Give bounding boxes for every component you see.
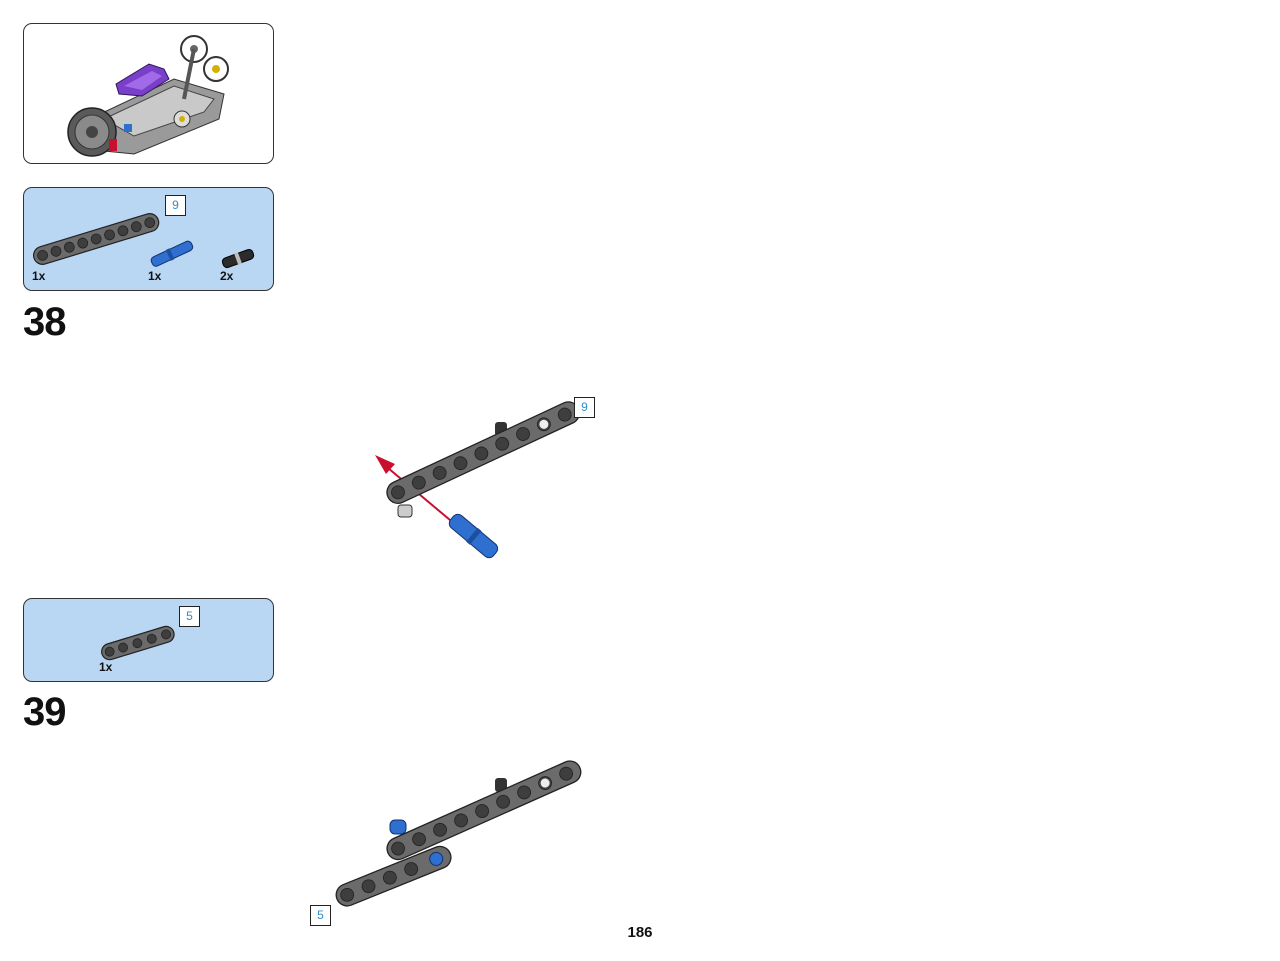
black-pin-icon — [221, 248, 255, 269]
assembly-callout-badge: 5 — [310, 905, 331, 926]
parts-list-step-39: 5 1x — [23, 598, 274, 682]
assembly-step-39 — [335, 760, 582, 907]
part-size-badge: 9 — [165, 195, 186, 216]
step-number: 38 — [23, 300, 66, 344]
blue-pin-icon — [150, 240, 194, 267]
part-quantity: 2x — [220, 269, 234, 283]
assembly-step-38 — [375, 401, 581, 559]
beam-icon — [33, 213, 160, 265]
part-quantity: 1x — [99, 660, 113, 674]
beam-icon — [101, 625, 175, 661]
parts-list-step-38: 9 1x 1x 2x — [23, 187, 274, 291]
model-overview-image — [67, 35, 229, 157]
model-overview-panel — [23, 23, 274, 164]
assembly-callout-badge: 9 — [574, 397, 595, 418]
part-quantity: 1x — [148, 269, 162, 283]
step-number: 39 — [23, 690, 66, 734]
page-number: 186 — [627, 924, 653, 941]
part-size-badge: 5 — [179, 606, 200, 627]
part-quantity: 1x — [32, 269, 46, 283]
